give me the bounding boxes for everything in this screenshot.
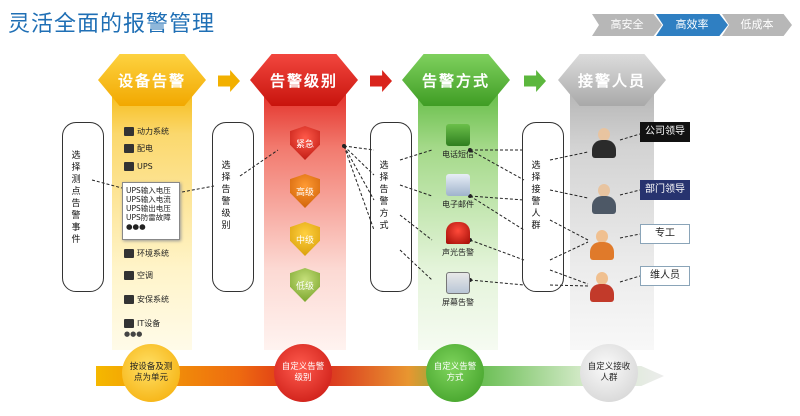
distribution-icon [124,144,134,153]
ups-point-item[interactable]: UPS防雷故障 [126,213,171,222]
role-department-leader[interactable]: 部门领导 [640,180,690,200]
summary-circle-custom-recipients: 自定义接收人群 [580,344,638,402]
device-item-aircon[interactable]: 空调 [124,270,153,281]
flow-arrow-icon [524,70,546,92]
person-group-icon [588,230,616,260]
bracket-select-method [370,122,412,292]
bracket-label-select-level: 选择告警级别 [221,161,231,231]
method-screen[interactable]: 屏幕告警 [428,272,488,308]
device-item-it[interactable]: IT设备 [124,318,160,329]
it-device-icon [124,319,134,328]
role-maintenance-staff[interactable]: 维人员 [640,266,690,286]
more-dots: ●●● [124,330,143,338]
role-specialist[interactable]: 专工 [640,224,690,244]
stage-badge-recipients: 接警人员 [558,54,666,106]
page-title: 灵活全面的报警管理 [8,12,216,37]
ups-point-item[interactable]: UPS输入电压 [126,186,171,195]
breadcrumb-item-security[interactable]: 高安全 [592,14,662,36]
stage-badge-alarm-method: 告警方式 [402,54,510,106]
alarm-light-icon [446,222,470,244]
breadcrumb-item-efficiency[interactable]: 高效率 [656,14,728,36]
bracket-select-level [212,122,254,292]
ups-point-item[interactable]: UPS输入电流 [126,195,171,204]
breadcrumb-item-cost[interactable]: 低成本 [722,14,792,36]
ups-points-popup: UPS输入电压 UPS输入电流 UPS输出电压 UPS防雷故障 ●●● [122,182,180,240]
flow-arrow-icon [218,70,240,92]
device-item-security[interactable]: 安保系统 [124,294,169,305]
bracket-select-recipients [522,122,564,292]
bracket-select-points [62,122,104,292]
aircon-icon [124,271,134,280]
summary-circle-device-unit: 按设备及测点为单元 [122,344,180,402]
phone-sms-icon [446,124,470,146]
device-item-distribution[interactable]: 配电 [124,143,153,154]
flow-arrow-icon [370,70,392,92]
person-icon [590,184,618,214]
more-dots: ●●● [126,222,146,231]
ups-icon [124,162,134,171]
level-column [264,80,346,350]
role-company-leader[interactable]: 公司领导 [640,122,690,142]
summary-circle-custom-method: 自定义告警方式 [426,344,484,402]
power-system-icon [124,127,134,136]
person-icon [590,128,618,158]
stage-badge-alarm-level: 告警级别 [250,54,358,106]
summary-circle-custom-level: 自定义告警级别 [274,344,332,402]
method-alarm-light[interactable]: 声光告警 [428,222,488,258]
email-icon [446,174,470,196]
ups-point-item[interactable]: UPS输出电压 [126,204,171,213]
environment-icon [124,249,134,258]
bracket-label-select-points: 选择测点告警事件 [71,151,81,245]
method-email[interactable]: 电子邮件 [428,174,488,210]
bracket-label-select-method: 选择告警方式 [379,161,389,231]
person-group-icon [588,272,616,302]
device-item-power[interactable]: 动力系统 [124,126,169,137]
breadcrumb: 高安全 高效率 低成本 [592,14,792,36]
stage-badge-device-alarm: 设备告警 [98,54,206,106]
security-icon [124,295,134,304]
method-phone-sms[interactable]: 电话短信 [428,124,488,160]
bracket-label-select-recipients: 选择接警人群 [531,161,541,231]
device-item-environment[interactable]: 环境系统 [124,248,169,259]
device-item-ups[interactable]: UPS [124,162,153,171]
screen-icon [446,272,470,294]
summary-band [96,366,664,386]
